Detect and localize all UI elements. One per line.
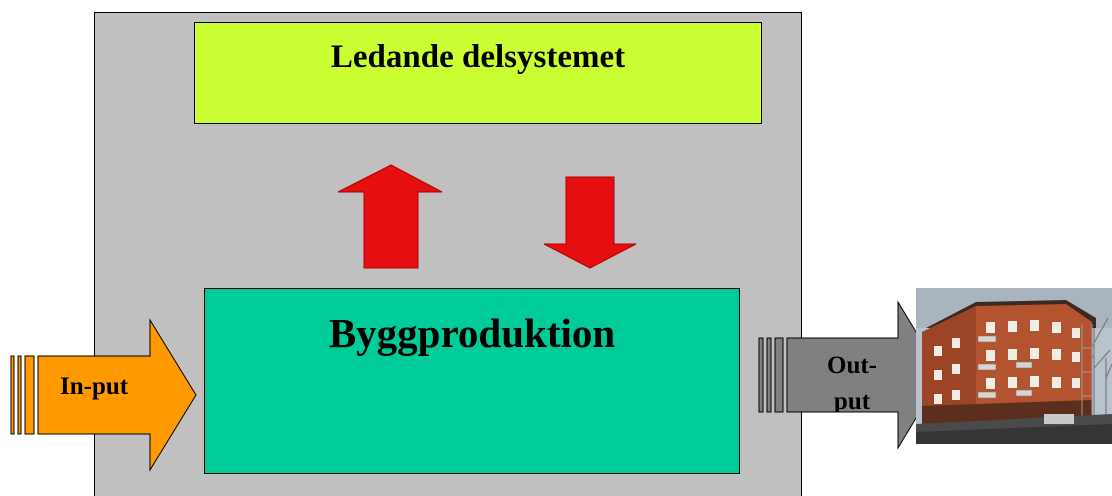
down-arrow bbox=[543, 176, 637, 269]
input-arrow bbox=[10, 318, 197, 472]
production-label: Byggproduktion bbox=[328, 310, 616, 356]
building-photo bbox=[916, 288, 1112, 444]
control-subsystem-box: Ledande delsystemet bbox=[194, 22, 762, 124]
production-box: Byggproduktion bbox=[204, 288, 740, 474]
control-subsystem-label: Ledande delsystemet bbox=[330, 39, 626, 75]
output-label: Out-put bbox=[827, 352, 877, 412]
up-arrow bbox=[337, 164, 443, 269]
input-label: In-put bbox=[60, 373, 129, 400]
